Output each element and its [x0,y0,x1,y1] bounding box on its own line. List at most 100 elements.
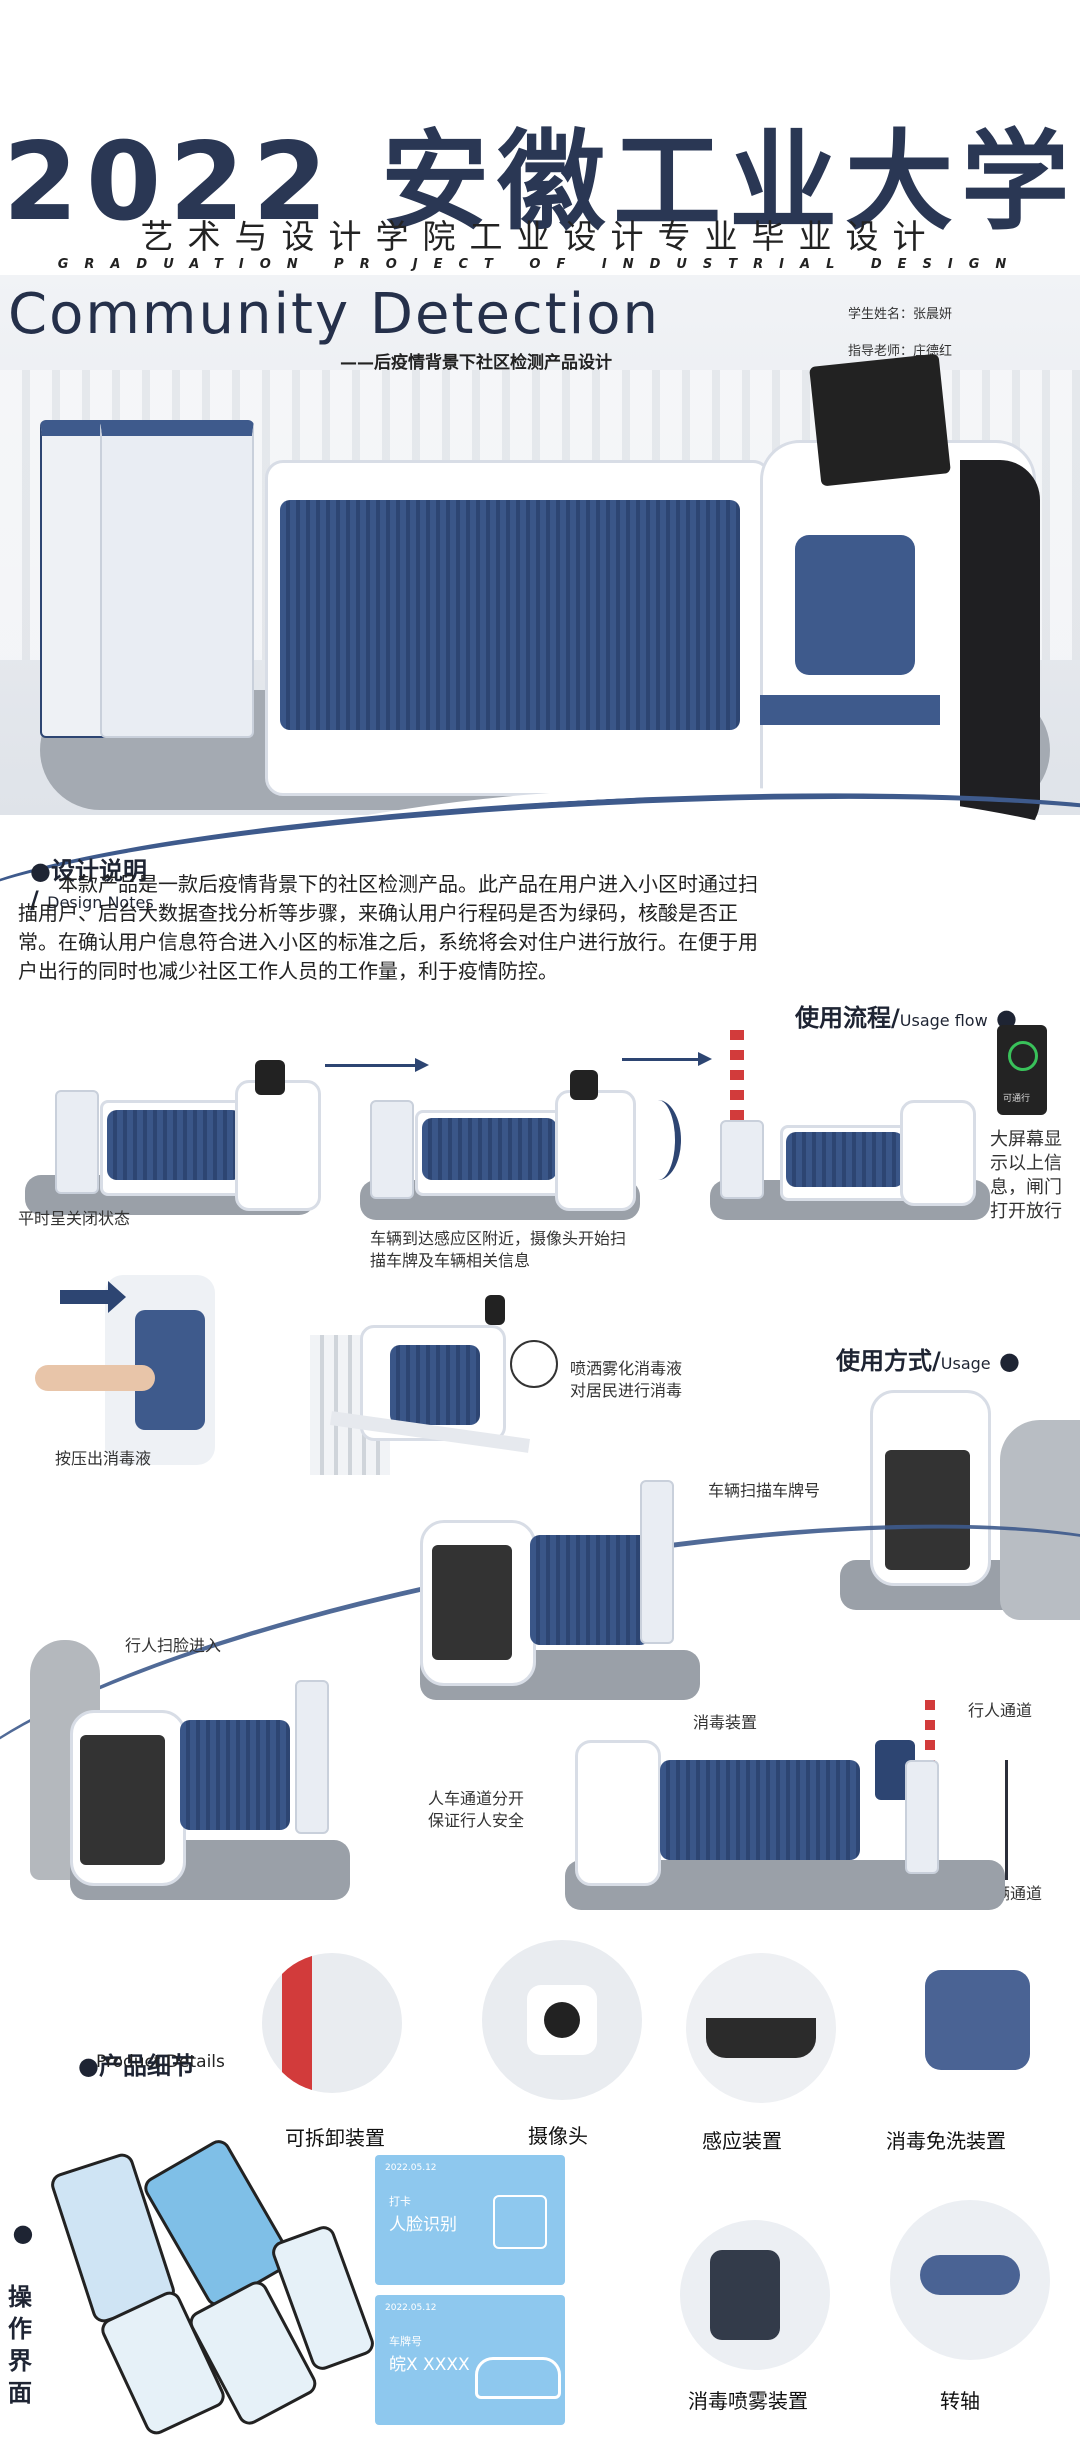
flow-step1-label: 平时呈关闭状态 [18,1209,131,1228]
detail-sensor-image [686,1953,836,2103]
lens-icon [544,2002,580,2038]
center-product [400,1460,720,1720]
screen [432,1545,512,1660]
arrow-head-icon [415,1058,429,1072]
page-title: 2022 安徽工业大学 [2,120,1078,245]
vehicle-kiosk [840,1390,1020,1620]
post [370,1100,414,1199]
usage-flow-heading: 使用流程/Usage flow ● [795,1004,1017,1032]
detail-label-2: 摄像头 [528,2124,588,2148]
english-subtitle: GRADUATION PROJECT OF INDUSTRIAL DESIGN [57,257,1023,272]
flow-step3-device [700,1030,990,1240]
hero-kiosk-stripe [760,695,940,725]
design-notes-title: 设计说明 [50,857,147,885]
detail-axis-image [890,2200,1050,2360]
card1-small: 打卡 [389,2195,411,2208]
detail-label-5: 消毒喷雾装置 [688,2389,808,2413]
hero-screen [809,353,951,487]
flow-step1-device [5,1060,321,1230]
pass-badge: 可通行 [997,1025,1047,1115]
car-silhouette [1000,1420,1080,1620]
details-title-en: Product Details [96,2052,225,2072]
grille [660,1760,860,1860]
post [55,1090,99,1194]
press-illustration [30,1275,220,1465]
bullet-dot: ● [30,857,51,885]
kiosk [235,1080,321,1211]
usage-heading: 使用方式/Usage ● [836,1347,1020,1375]
detail-camera-image [482,1940,642,2100]
post [295,1680,329,1834]
interface-heading: ● 操作界面 [8,2185,38,2441]
face-scan-icon [493,2195,547,2249]
press-label: 按压出消毒液 [55,1449,152,1468]
pedestrian-lane-label: 行人通道 [968,1701,1033,1720]
spray-illustration [310,1295,550,1475]
kiosk [900,1100,976,1206]
detail-removable-image [262,1953,402,2093]
usage-title-en: Usage [940,1354,991,1373]
handwash-icon [925,1970,1030,2070]
kiosk [555,1090,636,1211]
kiosk [575,1740,661,1886]
hero-post-left2 [100,420,254,738]
hero-product [0,353,1080,866]
vehicle-scan-label: 车辆扫描车牌号 [708,1481,821,1500]
project-subtitle: ——后疫情背景下社区检测产品设计 [340,353,612,373]
separation-label: 人车通道分开 保证行人安全 [428,1789,525,1830]
usage-flow-title-en: Usage flow [899,1011,988,1030]
spray-label: 喷洒雾化消毒液 对居民进行消毒 [570,1359,683,1400]
details-heading: ●产品细节 [78,2018,195,2081]
lanes-product [565,1690,1035,1920]
grille [786,1132,904,1187]
grille [530,1535,650,1645]
sensor-icon [706,2018,816,2058]
grille [422,1118,557,1180]
flow-step3-label: 大屏幕显 示以上信 息，闸门 打开放行 [990,1129,1062,1222]
press-arrow-icon [60,1290,110,1304]
arrow-right-icon [325,1064,420,1067]
car-icon [475,2357,561,2399]
design-notes-heading: ●设计说明 / Design Notes [30,857,154,914]
bullet-dot-2: ● [78,2052,99,2080]
hero-kiosk-side [960,460,1040,840]
detail-label-1: 可拆卸装置 [285,2126,385,2150]
detail-label-6: 转轴 [940,2389,980,2413]
hero-grille [280,500,740,730]
detail-label-3: 感应装置 [702,2129,782,2153]
hero-kiosk-window [795,535,915,675]
grille [107,1110,242,1180]
bullet-dot-3: ● [12,2219,34,2247]
card2-title: 皖X XXXX [389,2355,470,2375]
spray-cloud-icon [510,1340,558,1388]
screen [885,1450,970,1570]
card1-title: 人脸识别 [389,2215,457,2235]
press-arrow-head-icon [108,1281,126,1313]
post [905,1760,939,1874]
red-part [282,1953,312,2093]
usage-title: 使用方式 [836,1347,932,1375]
signal-waves-icon [635,1100,681,1180]
interface-title: 操作界面 [8,2283,32,2407]
pass-arrow-icon [1008,1041,1038,1071]
card1-date: 2022.05.12 [385,2163,437,2173]
arrow-up-icon [1005,1760,1008,1880]
arrow-head-icon-2 [698,1052,712,1066]
student-name: 学生姓名：张晨妍 [848,307,953,322]
project-title: Community Detection [8,282,660,347]
card2-small: 车牌号 [389,2335,422,2348]
axis-icon [920,2255,1020,2295]
plate-card: 2022.05.12 车牌号 皖X XXXX [375,2295,565,2425]
face-scan-label: 行人扫脸进入 [125,1636,222,1655]
phone-collage [48,2135,378,2439]
pass-badge-text: 可通行 [1003,1094,1031,1104]
screen [570,1070,598,1100]
design-notes-title-en: Design Notes [47,893,154,912]
flow-step2-device [350,1070,681,1230]
spray-unit-icon [710,2250,780,2340]
barrier-raised [925,1690,935,1810]
detail-spray-image [680,2220,830,2370]
detail-label-4: 消毒免洗装置 [886,2129,1006,2153]
post [720,1120,764,1199]
usage-flow-title: 使用流程 [795,1004,891,1032]
